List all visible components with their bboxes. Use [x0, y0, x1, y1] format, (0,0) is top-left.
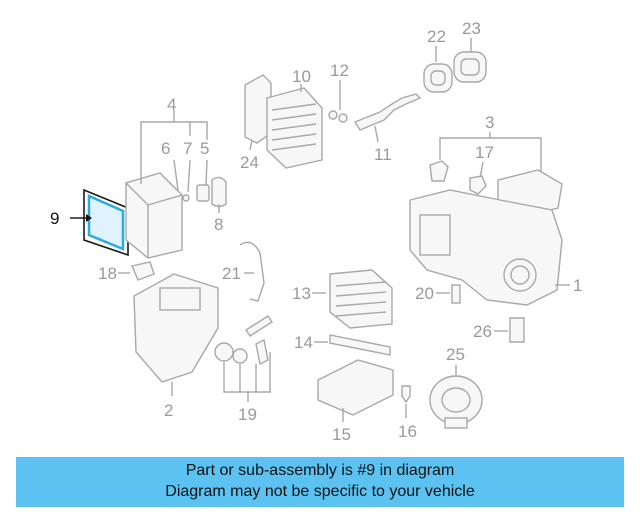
part-11-pipes — [353, 93, 422, 131]
label-11[interactable]: 11 — [374, 145, 392, 164]
label-23[interactable]: 23 — [462, 19, 481, 38]
part-4-evaporator — [124, 172, 184, 259]
label-2[interactable]: 2 — [164, 401, 173, 420]
label-25[interactable]: 25 — [446, 345, 465, 364]
label-15[interactable]: 15 — [332, 425, 351, 444]
part-15 — [317, 359, 394, 416]
label-8[interactable]: 8 — [214, 215, 223, 234]
label-12[interactable]: 12 — [330, 61, 349, 80]
part-9-cabin-filter[interactable] — [83, 188, 129, 257]
part-14 — [329, 334, 391, 356]
part-1-housing — [409, 189, 563, 306]
part-25-blower — [429, 375, 483, 429]
part-2-housing — [133, 273, 219, 383]
label-6[interactable]: 6 — [161, 139, 170, 158]
part-8 — [211, 176, 227, 208]
label-26[interactable]: 26 — [473, 322, 492, 341]
label-10[interactable]: 10 — [292, 67, 311, 86]
label-5[interactable]: 5 — [200, 139, 209, 158]
label-20[interactable]: 20 — [415, 284, 434, 303]
banner-line-2: Diagram may not be specific to your vehi… — [165, 483, 475, 500]
label-24[interactable]: 24 — [240, 153, 259, 172]
part-19-group — [214, 315, 273, 366]
part-10-heater-core — [266, 87, 323, 169]
label-3[interactable]: 3 — [485, 113, 494, 132]
part-21 — [239, 241, 265, 302]
label-14[interactable]: 14 — [294, 333, 313, 352]
part-18 — [131, 261, 155, 281]
label-17[interactable]: 17 — [475, 143, 494, 162]
part-16 — [401, 385, 411, 404]
label-19[interactable]: 19 — [238, 405, 257, 424]
label-4[interactable]: 4 — [167, 95, 176, 114]
label-13[interactable]: 13 — [292, 284, 311, 303]
arrow-9 — [86, 214, 92, 222]
label-9[interactable]: 9 — [50, 209, 59, 228]
label-21[interactable]: 21 — [222, 264, 241, 283]
label-16[interactable]: 16 — [398, 422, 417, 441]
part-13 — [329, 269, 393, 329]
label-7[interactable]: 7 — [183, 139, 192, 158]
label-18[interactable]: 18 — [98, 264, 117, 283]
banner-line-1: Part or sub-assembly is #9 in diagram — [185, 462, 455, 479]
bracket-4 — [140, 121, 208, 184]
info-banner: Part or sub-assembly is #9 in diagram Di… — [16, 457, 624, 507]
label-22[interactable]: 22 — [427, 27, 446, 46]
label-1[interactable]: 1 — [573, 276, 582, 295]
parts-diagram: 9 4 6 7 5 8 24 10 12 11 22 23 — [50, 19, 582, 444]
